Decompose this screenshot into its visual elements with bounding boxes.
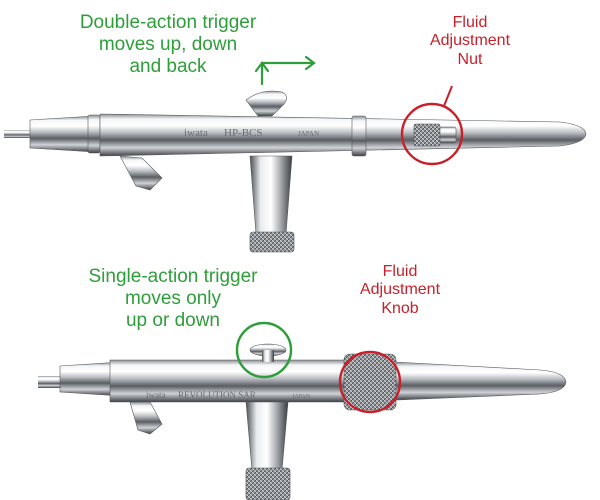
fluid-knob-highlight-circle <box>338 350 402 414</box>
top-engraving-origin: JAPAN <box>298 130 319 138</box>
fluid-knob-line-3: Knob <box>381 299 419 317</box>
bottom-air-valve-knurl <box>245 467 291 500</box>
bottom-rear-valve <box>129 401 163 435</box>
bottom-tail-rod <box>38 376 66 388</box>
single-trigger-highlight-circle <box>235 321 293 379</box>
top-air-valve-stem <box>249 155 293 235</box>
top-rear-valve <box>119 155 163 191</box>
top-airbrush: iwata HP-BCS JAPAN <box>4 90 587 253</box>
bottom-engraving-brand: iwata <box>146 390 166 400</box>
single-action-line-3: up or down <box>125 309 220 331</box>
top-tail-rod <box>4 130 32 138</box>
bottom-front-barrel <box>394 361 567 401</box>
single-action-trigger-label: Single-action trigger moves only up or d… <box>58 266 288 332</box>
bottom-engraving-model: REVOLUTION SAR <box>178 390 256 400</box>
fluid-knob-line-2: Adjustment <box>359 281 441 299</box>
top-center-ring <box>351 115 367 157</box>
top-nozzle-cap <box>439 126 457 144</box>
single-action-line-2: moves only <box>124 287 222 309</box>
top-engraving-brand: iwata <box>184 127 208 139</box>
double-action-line-1: Double-action trigger <box>79 12 257 33</box>
fluid-nut-pointer-line <box>443 85 453 107</box>
bottom-engraving-origin: JAPAN <box>292 394 311 400</box>
top-fluid-nut <box>413 123 441 147</box>
single-action-line-1: Single-action trigger <box>88 266 258 287</box>
fluid-knob-line-1: Fluid <box>382 263 418 280</box>
move-arrows-icon <box>254 55 316 86</box>
fluid-adjustment-knob-label: Fluid Adjustment Knob <box>330 263 470 318</box>
fluid-nut-highlight-circle <box>400 102 464 166</box>
bottom-air-valve-stem <box>245 401 289 471</box>
double-action-line-3: and back <box>129 55 207 77</box>
fluid-nut-line-1: Fluid <box>452 14 488 31</box>
double-action-line-2: moves up, down <box>98 33 238 55</box>
bottom-trigger-stem <box>262 350 274 362</box>
top-trigger <box>245 90 287 117</box>
top-engraving-model: HP-BCS <box>224 127 263 139</box>
fluid-nut-line-2: Adjustment <box>429 32 511 50</box>
top-air-valve-knurl <box>249 231 295 253</box>
top-rear-handle <box>29 115 97 153</box>
double-action-trigger-label: Double-action trigger moves up, down and… <box>48 12 288 78</box>
top-rear-ring <box>87 114 101 154</box>
fluid-adjustment-nut-label: Fluid Adjustment Nut <box>400 14 540 69</box>
bottom-fluid-knob <box>343 353 397 411</box>
bottom-airbrush: iwata REVOLUTION SAR JAPAN <box>38 343 567 500</box>
fluid-nut-line-3: Nut <box>457 50 483 68</box>
top-main-body <box>99 113 587 157</box>
